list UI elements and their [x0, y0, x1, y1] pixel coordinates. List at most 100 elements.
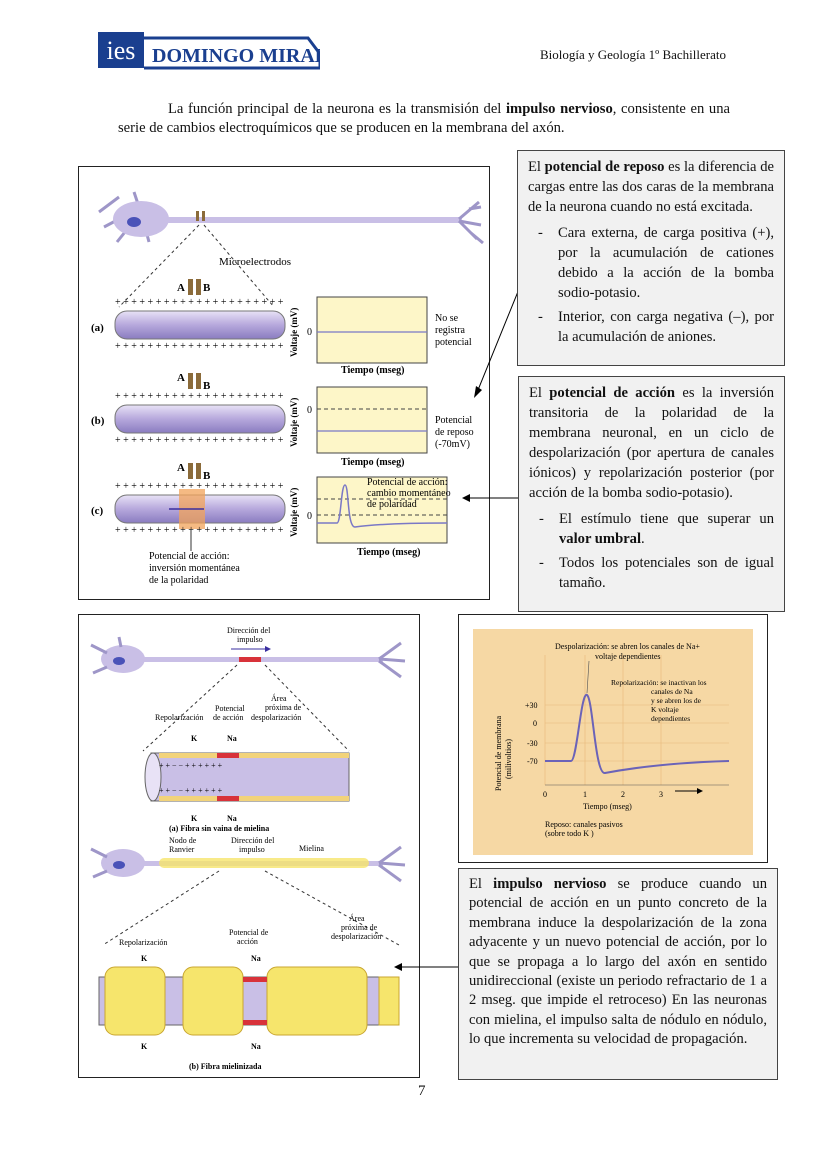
svg-text:de la polaridad: de la polaridad: [149, 575, 208, 586]
svg-text:de polaridad: de polaridad: [367, 499, 417, 510]
svg-text:Potencial de: Potencial de: [229, 928, 269, 937]
svg-text:Reposo: canales pasivos: Reposo: canales pasivos: [545, 820, 623, 829]
caption-b: (b) Fibra mielinizada: [189, 1062, 261, 1071]
svg-text:Dirección del: Dirección del: [231, 836, 275, 845]
svg-text:Tiempo (mseg): Tiempo (mseg): [341, 457, 404, 468]
svg-text:K: K: [141, 954, 148, 963]
figure-impulse-propagation: Dirección del impulso Potencial de acció…: [78, 614, 420, 1078]
svg-text:Área: Área: [349, 913, 365, 923]
svg-text:cambio momentáneo: cambio momentáneo: [367, 488, 451, 499]
svg-text:de reposo: de reposo: [435, 427, 474, 438]
list-item: El estímulo tiene que superar un valor u…: [529, 509, 774, 549]
svg-text:+ + + + + + + + + + + + + + +: + + + + + + + + + + + + + + + + + + + + …: [115, 525, 284, 536]
svg-text:Na: Na: [227, 734, 237, 743]
row-c: A B (c) + + + + + + + + + + + + + + + + …: [91, 462, 451, 586]
svg-text:B: B: [203, 470, 211, 482]
svg-text:No se: No se: [435, 313, 459, 324]
svg-text:canales de Na: canales de Na: [651, 687, 693, 696]
intro-bold: impulso nervioso: [505, 101, 613, 117]
svg-text:impulso: impulso: [239, 845, 265, 854]
svg-text:Área: Área: [271, 693, 287, 703]
svg-text:(sobre todo K ): (sobre todo K ): [545, 829, 594, 838]
svg-text:próxima de: próxima de: [265, 703, 302, 712]
svg-text:impulso: impulso: [237, 635, 263, 644]
svg-text:Tiempo (mseg): Tiempo (mseg): [583, 802, 632, 811]
svg-text:voltaje dependientes: voltaje dependientes: [595, 652, 661, 661]
svg-text:Potencial de acción:: Potencial de acción:: [367, 477, 448, 488]
svg-text:A: A: [177, 372, 185, 384]
svg-text:Na: Na: [251, 954, 261, 963]
svg-text:(-70mV): (-70mV): [435, 439, 470, 450]
logo-name: DOMINGO MIRAL: [152, 45, 320, 67]
svg-text:Mielina: Mielina: [299, 844, 324, 853]
svg-text:próxima de: próxima de: [341, 923, 378, 932]
svg-text:A: A: [177, 282, 185, 294]
svg-text:B: B: [203, 282, 211, 294]
svg-text:B: B: [203, 380, 211, 392]
svg-text:3: 3: [659, 790, 663, 799]
svg-text:+ + + + + + + + + + + + + + +: + + + + + + + + + + + + + + + + + + + + …: [115, 391, 284, 402]
figure-membrane-potential-graph: Despolarización: se abren los canales de…: [458, 614, 768, 863]
svg-text:Potencial: Potencial: [215, 704, 246, 713]
list-item: Cara externa, de carga positiva (+), por…: [528, 223, 774, 303]
svg-text:acción: acción: [237, 937, 258, 946]
svg-text:de acción: de acción: [213, 713, 243, 722]
svg-text:+ + − − + + + + + +: + + − − + + + + + +: [159, 761, 223, 770]
school-logo: ies DOMINGO MIRAL: [98, 32, 320, 70]
list-item: Interior, con carga negativa (–), por la…: [528, 307, 774, 347]
svg-text:Tiempo (mseg): Tiempo (mseg): [357, 547, 420, 558]
connector-arrows: [462, 261, 531, 502]
svg-text:0: 0: [543, 790, 547, 799]
logo-ies: ies: [107, 36, 136, 65]
svg-text:+ + − − + + + + + +: + + − − + + + + + +: [159, 786, 223, 795]
svg-text:Repolarización: se inactivan l: Repolarización: se inactivan los: [611, 678, 707, 687]
intro-paragraph: La función principal de la neurona es la…: [118, 101, 730, 136]
label-a: (a): [91, 322, 104, 334]
svg-text:potencial: potencial: [435, 337, 472, 348]
svg-text:+30: +30: [525, 701, 538, 710]
svg-text:K voltaje: K voltaje: [651, 705, 679, 714]
svg-text:despolarización: despolarización: [331, 932, 381, 941]
microelectrodos-label: Microelectrodos: [219, 256, 291, 268]
svg-text:0: 0: [307, 511, 312, 522]
action-potential-box: El potencial de acción es la inversión t…: [518, 376, 785, 612]
svg-text:y se abren los de: y se abren los de: [651, 696, 702, 705]
svg-text:Na: Na: [251, 1042, 261, 1051]
svg-text:Potencial: Potencial: [435, 415, 472, 426]
svg-text:Tiempo (mseg): Tiempo (mseg): [341, 365, 404, 376]
svg-text:1: 1: [583, 790, 587, 799]
svg-text:inversión momentánea: inversión momentánea: [149, 563, 240, 574]
svg-text:+ + + + + + + + + + + + + + +: + + + + + + + + + + + + + + + + + + + + …: [115, 481, 284, 492]
list-item: Todos los potenciales son de igual tamañ…: [529, 553, 774, 593]
svg-text:0: 0: [533, 719, 537, 728]
page-number: 7: [418, 1083, 426, 1099]
svg-text:Dirección del: Dirección del: [227, 626, 271, 635]
svg-text:+ + + + + + + + + + + + + + +: + + + + + + + + + + + + + + + + + + + + …: [115, 341, 284, 352]
svg-text:Ranvier: Ranvier: [169, 845, 195, 854]
svg-text:Potencial de membrana: Potencial de membrana: [494, 715, 503, 791]
svg-text:K: K: [191, 734, 198, 743]
svg-text:+ + + + + + + + + + + + + + +: + + + + + + + + + + + + + + + + + + + + …: [115, 435, 284, 446]
subject-header: Biología y Geología 1º Bachillerato: [540, 47, 726, 62]
figure-action-potential-recording: Microelectrodos A B (a) + + + + + + + + …: [78, 166, 490, 600]
resting-potential-box: El potencial de reposo es la diferencia …: [517, 150, 785, 366]
svg-text:despolarización: despolarización: [251, 713, 301, 722]
svg-text:K: K: [141, 1042, 148, 1051]
neuron-illustration: [98, 191, 484, 308]
row-a: A B (a) + + + + + + + + + + + + + + + + …: [91, 279, 472, 376]
svg-text:0: 0: [307, 327, 312, 338]
svg-text:Potencial de acción:: Potencial de acción:: [149, 551, 230, 562]
svg-text:+ + + + + + + + + + + + + + +: + + + + + + + + + + + + + + + + + + + + …: [115, 297, 284, 308]
svg-text:Repolarización: Repolarización: [119, 938, 167, 947]
svg-text:(milivoltios): (milivoltios): [504, 739, 513, 779]
label-b: (b): [91, 415, 105, 427]
svg-text:0: 0: [307, 405, 312, 416]
svg-text:2: 2: [621, 790, 625, 799]
svg-text:dependientes: dependientes: [651, 714, 690, 723]
svg-text:Voltaje (mV): Voltaje (mV): [289, 488, 299, 537]
svg-text:Voltaje (mV): Voltaje (mV): [289, 308, 299, 357]
svg-text:Voltaje (mV): Voltaje (mV): [289, 398, 299, 447]
svg-text:Na: Na: [227, 814, 237, 823]
caption-a: (a) Fibra sin vaina de mielina: [169, 824, 269, 833]
svg-text:Repolarización: Repolarización: [155, 713, 203, 722]
